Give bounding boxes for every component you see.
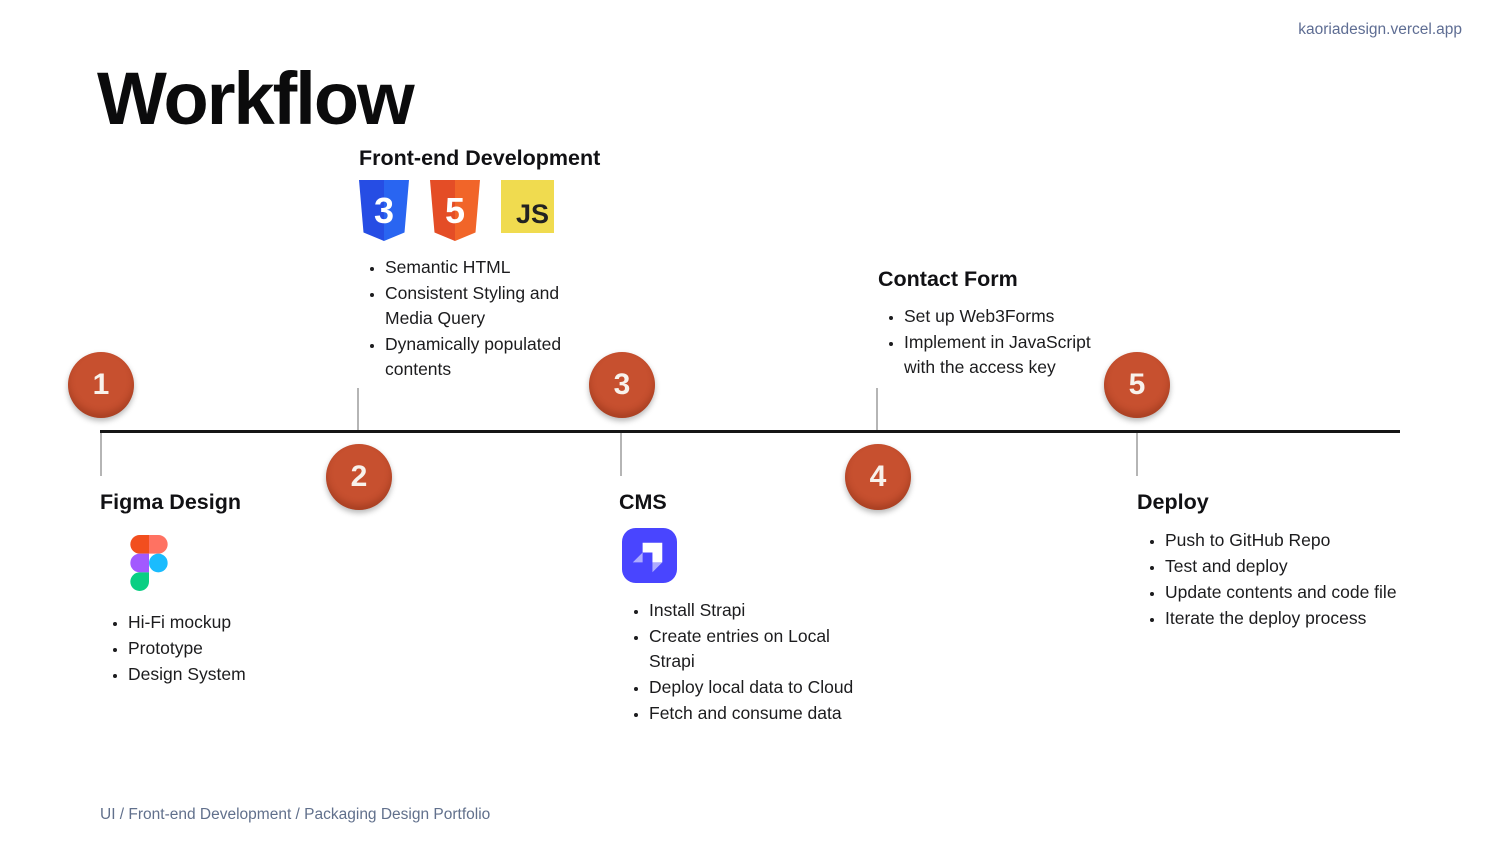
- list-item: Set up Web3Forms: [904, 304, 1124, 329]
- timeline-tick-2: [357, 388, 359, 430]
- list-item: Fetch and consume data: [649, 701, 879, 726]
- step-marker-2: 2: [326, 444, 392, 510]
- timeline-line: [100, 430, 1400, 433]
- deploy-bullet-list: Push to GitHub Repo Test and deploy Upda…: [1139, 528, 1401, 631]
- strapi-icon: [622, 528, 889, 583]
- breadcrumb: UI / Front-end Development / Packaging D…: [100, 806, 491, 823]
- list-item: Semantic HTML: [385, 255, 597, 280]
- step-marker-1: 1: [68, 352, 134, 418]
- step-marker-3: 3: [589, 352, 655, 418]
- step-marker-5: 5: [1104, 352, 1170, 418]
- contact-form-bullet-list: Set up Web3Forms Implement in JavaScript…: [878, 304, 1124, 380]
- step-section-figma: Figma Design Hi-Fi mockup Prototype Desi…: [100, 488, 320, 688]
- step-heading-cms: CMS: [619, 490, 667, 514]
- step-marker-4: 4: [845, 444, 911, 510]
- step-section-cms: CMS Install Strapi Create entries on Loc…: [619, 488, 889, 727]
- timeline-tick-1: [100, 433, 102, 476]
- list-item: Test and deploy: [1165, 554, 1401, 579]
- css3-icon-label: 3: [373, 189, 395, 231]
- javascript-icon-label: JS: [515, 199, 549, 229]
- step-section-contact-form: Contact Form Set up Web3Forms Implement …: [878, 265, 1138, 381]
- page-title: Workflow: [97, 57, 415, 140]
- figma-bullet-list: Hi-Fi mockup Prototype Design System: [102, 610, 302, 687]
- cms-bullet-list: Install Strapi Create entries on Local S…: [623, 598, 879, 726]
- list-item: Prototype: [128, 636, 302, 661]
- timeline-tick-5: [1136, 433, 1138, 476]
- html5-icon: 5: [430, 180, 480, 241]
- html5-icon-label: 5: [444, 189, 466, 231]
- list-item: Implement in JavaScript with the access …: [904, 330, 1124, 380]
- list-item: Hi-Fi mockup: [128, 610, 302, 635]
- timeline-tick-3: [620, 433, 622, 476]
- list-item: Install Strapi: [649, 598, 879, 623]
- step-number: 5: [1128, 368, 1146, 401]
- step-section-frontend: Front-end Development 3 5 JS Semantic HT…: [359, 144, 619, 383]
- list-item: Create entries on Local Strapi: [649, 624, 879, 674]
- step-heading-frontend: Front-end Development: [359, 146, 601, 170]
- step-number: 4: [869, 460, 887, 493]
- list-item: Consistent Styling and Media Query: [385, 281, 597, 331]
- figma-icon: [130, 535, 320, 591]
- step-heading-figma: Figma Design: [100, 490, 241, 514]
- list-item: Deploy local data to Cloud: [649, 675, 879, 700]
- step-section-deploy: Deploy Push to GitHub Repo Test and depl…: [1137, 488, 1407, 632]
- step-heading-contact-form: Contact Form: [878, 267, 1018, 291]
- list-item: Iterate the deploy process: [1165, 606, 1401, 631]
- timeline-tick-4: [876, 388, 878, 430]
- list-item: Push to GitHub Repo: [1165, 528, 1401, 553]
- step-number: 1: [92, 368, 110, 401]
- site-link: kaoriadesign.vercel.app: [1298, 21, 1462, 38]
- step-number: 3: [613, 368, 631, 401]
- javascript-icon: JS: [501, 180, 554, 233]
- css3-icon: 3: [359, 180, 409, 241]
- frontend-icons-row: 3 5 JS: [359, 180, 619, 241]
- step-number: 2: [350, 460, 368, 493]
- list-item: Design System: [128, 662, 302, 687]
- frontend-bullet-list: Semantic HTML Consistent Styling and Med…: [359, 255, 597, 382]
- list-item: Update contents and code file: [1165, 580, 1401, 605]
- list-item: Dynamically populated contents: [385, 332, 597, 382]
- step-heading-deploy: Deploy: [1137, 490, 1209, 514]
